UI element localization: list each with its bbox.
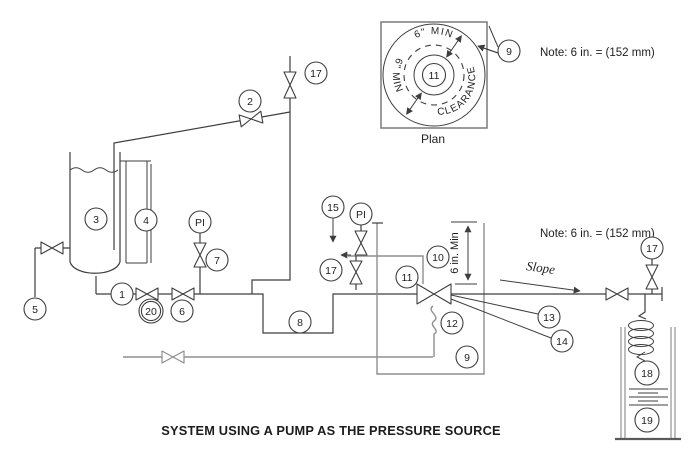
riser-dimension: 6 in. Min <box>449 221 477 285</box>
svg-text:4: 4 <box>143 215 149 227</box>
balloon-19: 19 <box>634 407 660 433</box>
supply-tank <box>69 111 291 274</box>
svg-text:PI: PI <box>195 217 205 229</box>
slope-arrow <box>499 279 581 294</box>
svg-text:5: 5 <box>32 304 38 316</box>
coil-inlet <box>637 294 647 320</box>
balloon-14: 14 <box>550 329 574 353</box>
svg-text:10: 10 <box>432 252 444 264</box>
bottom-drain-valve <box>161 350 185 364</box>
valve-2 <box>238 110 264 128</box>
discharge-line <box>451 259 663 301</box>
balloon-17-right: 17 <box>640 236 664 260</box>
balloon-13: 13 <box>537 305 561 329</box>
slope-annotation: Slope <box>499 258 581 294</box>
gauge-PI-right: PI <box>349 202 373 226</box>
drain-container <box>615 294 681 441</box>
svg-text:6: 6 <box>179 306 185 318</box>
svg-text:9: 9 <box>464 352 470 364</box>
balloon-7: 7 <box>205 248 229 272</box>
leaders-13-14 <box>450 294 552 339</box>
liquid-level-marks <box>629 388 668 406</box>
svg-text:11: 11 <box>402 272 413 284</box>
pump-drain <box>123 305 437 364</box>
plan-dim-left: 6" MIN <box>390 56 405 94</box>
svg-text:14: 14 <box>556 336 568 348</box>
test-pit <box>372 222 485 375</box>
plan-dim-top: 6" MIN <box>413 26 455 41</box>
svg-text:11: 11 <box>429 70 440 82</box>
svg-text:20: 20 <box>145 306 157 318</box>
discharge-valve <box>605 287 629 301</box>
valve-6 <box>171 287 195 301</box>
pump-casing-circle <box>413 54 455 96</box>
drain-valve-17-mid <box>349 260 363 285</box>
balloon-17-mid: 17 <box>319 258 343 282</box>
riser-dim-label: 6 in. Min <box>449 232 461 274</box>
clearance-arrow-bottom <box>406 92 422 115</box>
balloon-9-plan: 9 <box>497 39 521 63</box>
svg-text:17: 17 <box>646 243 658 255</box>
svg-text:17: 17 <box>325 265 337 277</box>
balloon-6: 6 <box>170 299 194 323</box>
balloon-11: 11 <box>395 265 419 289</box>
balloon-9-pit: 9 <box>455 345 479 369</box>
svg-text:1: 1 <box>119 289 125 301</box>
balloon-2: 2 <box>238 89 262 113</box>
gauge-valve-right <box>354 230 368 256</box>
svg-text:17: 17 <box>310 68 322 80</box>
clearance-arrow-top <box>446 35 462 58</box>
svg-text:12: 12 <box>446 318 458 330</box>
plan-leader-9 <box>478 25 499 54</box>
plan-caption: Plan <box>421 132 445 146</box>
balloon-10: 10 <box>426 245 450 269</box>
diagram-title: SYSTEM USING A PUMP AS THE PRESSURE SOUR… <box>161 423 501 438</box>
valve-17-top <box>283 71 297 99</box>
balloon-4: 4 <box>134 208 158 232</box>
pump-suction-assembly <box>329 218 424 290</box>
container-walls <box>620 327 676 438</box>
water-level-wave <box>69 167 119 173</box>
svg-text:13: 13 <box>543 312 555 324</box>
cooling-coil <box>628 320 654 362</box>
balloon-18: 18 <box>634 360 660 386</box>
note-mid-right: Note: 6 in. = (152 mm) <box>540 228 655 240</box>
valve-17-right <box>645 264 659 290</box>
balloon-1: 1 <box>110 282 134 306</box>
plan-boundary <box>380 21 488 129</box>
suction-dip-tube <box>113 111 291 250</box>
svg-text:15: 15 <box>327 202 339 214</box>
note-top-right: Note: 6 in. = (152 mm) <box>540 47 655 59</box>
balloon-17-top: 17 <box>304 61 328 85</box>
svg-text:9: 9 <box>506 46 512 58</box>
svg-text:18: 18 <box>641 368 653 380</box>
svg-text:2: 2 <box>247 96 253 108</box>
slope-label: Slope <box>525 258 556 277</box>
svg-text:PI: PI <box>356 209 366 221</box>
valve-20 <box>135 287 159 301</box>
balloon-3: 3 <box>84 207 108 231</box>
gauge-PI-left: PI <box>188 210 212 234</box>
balloon-12: 12 <box>440 311 464 335</box>
svg-text:7: 7 <box>214 255 220 267</box>
pump-symbol <box>416 283 452 305</box>
svg-text:19: 19 <box>641 415 653 427</box>
vertical-fill-pipe <box>251 56 291 294</box>
clearance-circle-outer <box>382 23 486 127</box>
clearance-circle-dashed <box>403 44 465 106</box>
gauge-valve-7 <box>193 242 207 268</box>
tank-drain-line <box>34 241 70 297</box>
tank-drain-valve <box>40 241 64 255</box>
svg-text:3: 3 <box>93 214 99 226</box>
balloon-11-plan: 11 <box>421 62 447 88</box>
balloon-15: 15 <box>321 195 345 219</box>
svg-text:8: 8 <box>297 317 303 329</box>
balloon-5: 5 <box>23 297 47 321</box>
drain-squiggle <box>430 305 437 357</box>
balloon-20: 20 <box>138 298 164 324</box>
balloon-8: 8 <box>288 310 312 334</box>
